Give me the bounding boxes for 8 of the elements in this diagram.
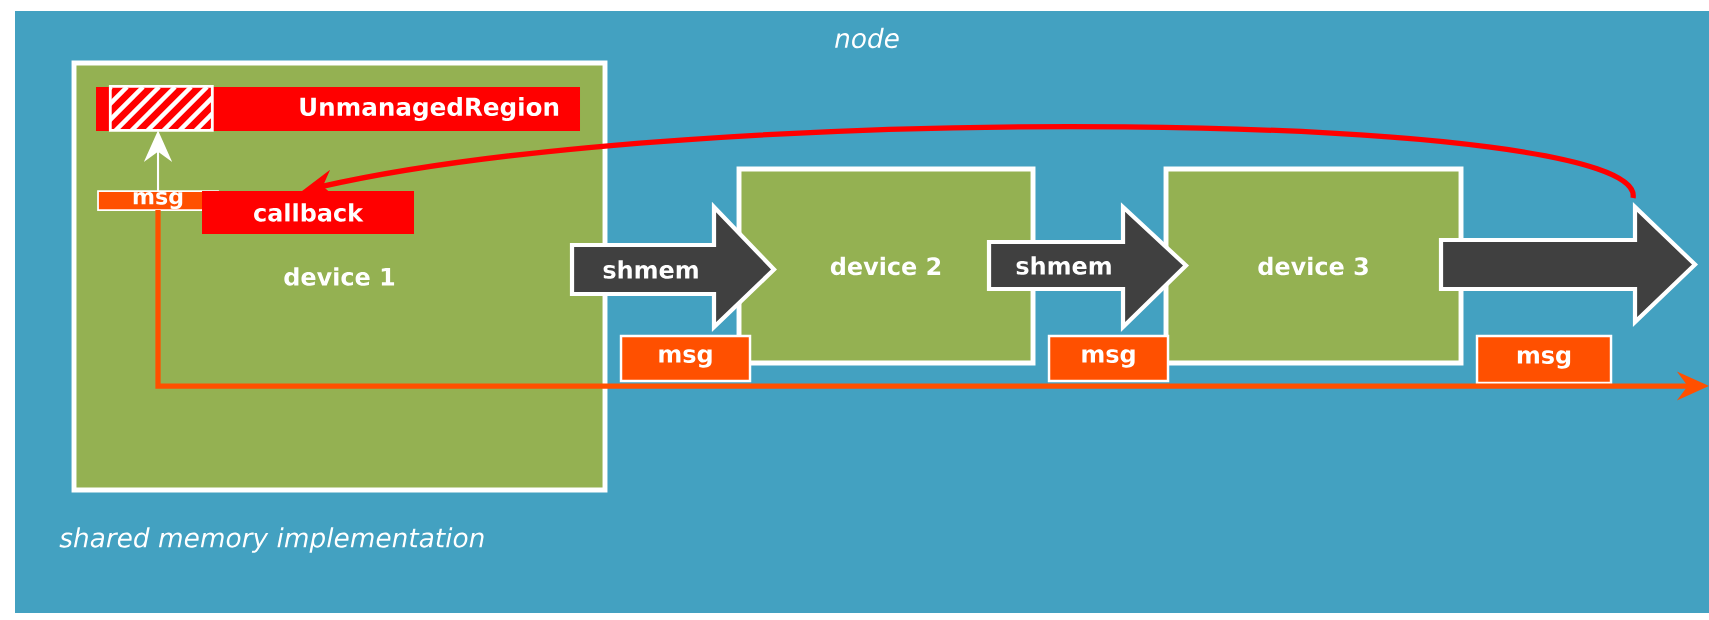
msg-tag: msg (619, 334, 752, 383)
block-arrow (986, 202, 1190, 332)
device-box: device 3 (1163, 166, 1464, 366)
block-arrow (1438, 202, 1699, 327)
msg-tag: msg (1475, 334, 1613, 385)
block-arrow (569, 201, 777, 332)
hatched-segment (108, 84, 214, 132)
msg-tag: msg (1047, 334, 1170, 383)
